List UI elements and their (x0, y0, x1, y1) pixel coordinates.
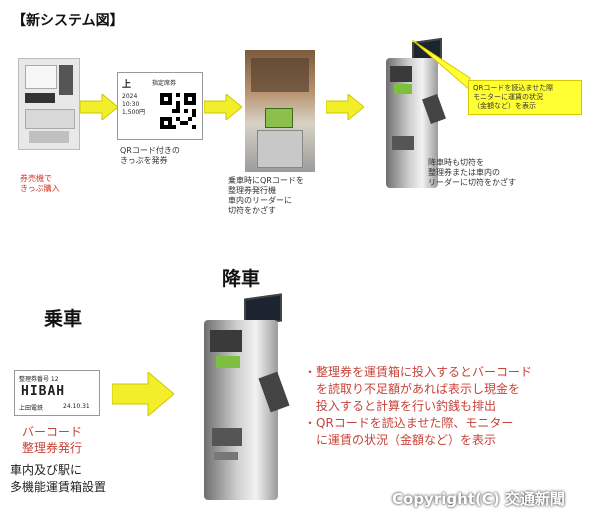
ticket-vending-machine (18, 58, 80, 150)
ticket-number: 整理券番号 12 (19, 376, 59, 383)
barcode-ticket: 整理券番号 12 HIBAH 上田電鉄 24.10.31 (14, 370, 100, 416)
arrow-right-icon (112, 372, 174, 416)
step2-caption: QRコード付きの きっぷを発券 (120, 146, 180, 165)
step3-caption: 乗車時にQRコードを 整理券発行機 車内のリーダーに 切符をかざす (228, 176, 304, 215)
install-label: 車内及び駅に 多機能運賃箱設置 (10, 463, 107, 494)
monitor-callout: QRコードを読込ませた際 モニターに運賃の状況 （金額など）を表示 (468, 80, 582, 115)
arrow-right-icon (204, 94, 242, 120)
bus-reader-photo (245, 50, 315, 172)
bullet-line: 投入すると計算を行い釣銭も排出 (304, 399, 497, 413)
ticket-details: 2024 10:30 1,500円 (122, 93, 146, 116)
bullet-line: に運賃の状況（金額など）を表示 (304, 433, 497, 447)
boarding-label: 乗車 (44, 308, 83, 330)
barcode-issue-label: バーコード 整理券発行 (22, 425, 83, 455)
fare-box-machine-large (186, 293, 296, 502)
alighting-label: 降車 (222, 268, 261, 290)
fare-box-machine-small (372, 37, 448, 190)
arrow-right-icon (80, 94, 118, 120)
qr-code-icon (160, 93, 196, 129)
callout-pointer (412, 40, 471, 90)
feature-bullets: ・整理券を運賃箱に投入するとバーコード を読取り不足額があれば表示し現金を 投入… (304, 364, 596, 449)
arrow-right-icon (326, 94, 364, 120)
step4-caption: 降車時も切符を 整理券または車内の リーダーに切符をかざす (428, 158, 516, 187)
step1-caption: 券売機で きっぷ購入 (20, 174, 60, 193)
bullet-line: ・QRコードを読込ませた際、モニター (304, 416, 514, 430)
qr-ticket: 上 指定席券 2024 10:30 1,500円 (117, 72, 203, 140)
ticket-company: 上田電鉄 (19, 405, 44, 412)
bullet-line: ・整理券を運賃箱に投入するとバーコード (304, 365, 533, 379)
ticket-logo: HIBAH (21, 384, 66, 399)
copyright-watermark: Copyright(C) 交通新聞 (392, 490, 565, 508)
ticket-date: 24.10.31 (63, 403, 90, 410)
bullet-line: を読取り不足額があれば表示し現金を (304, 382, 521, 396)
ticket-direction: 上 (122, 80, 132, 90)
ticket-type: 指定席券 (152, 80, 177, 87)
diagram-title: 【新システム図】 (12, 13, 124, 29)
